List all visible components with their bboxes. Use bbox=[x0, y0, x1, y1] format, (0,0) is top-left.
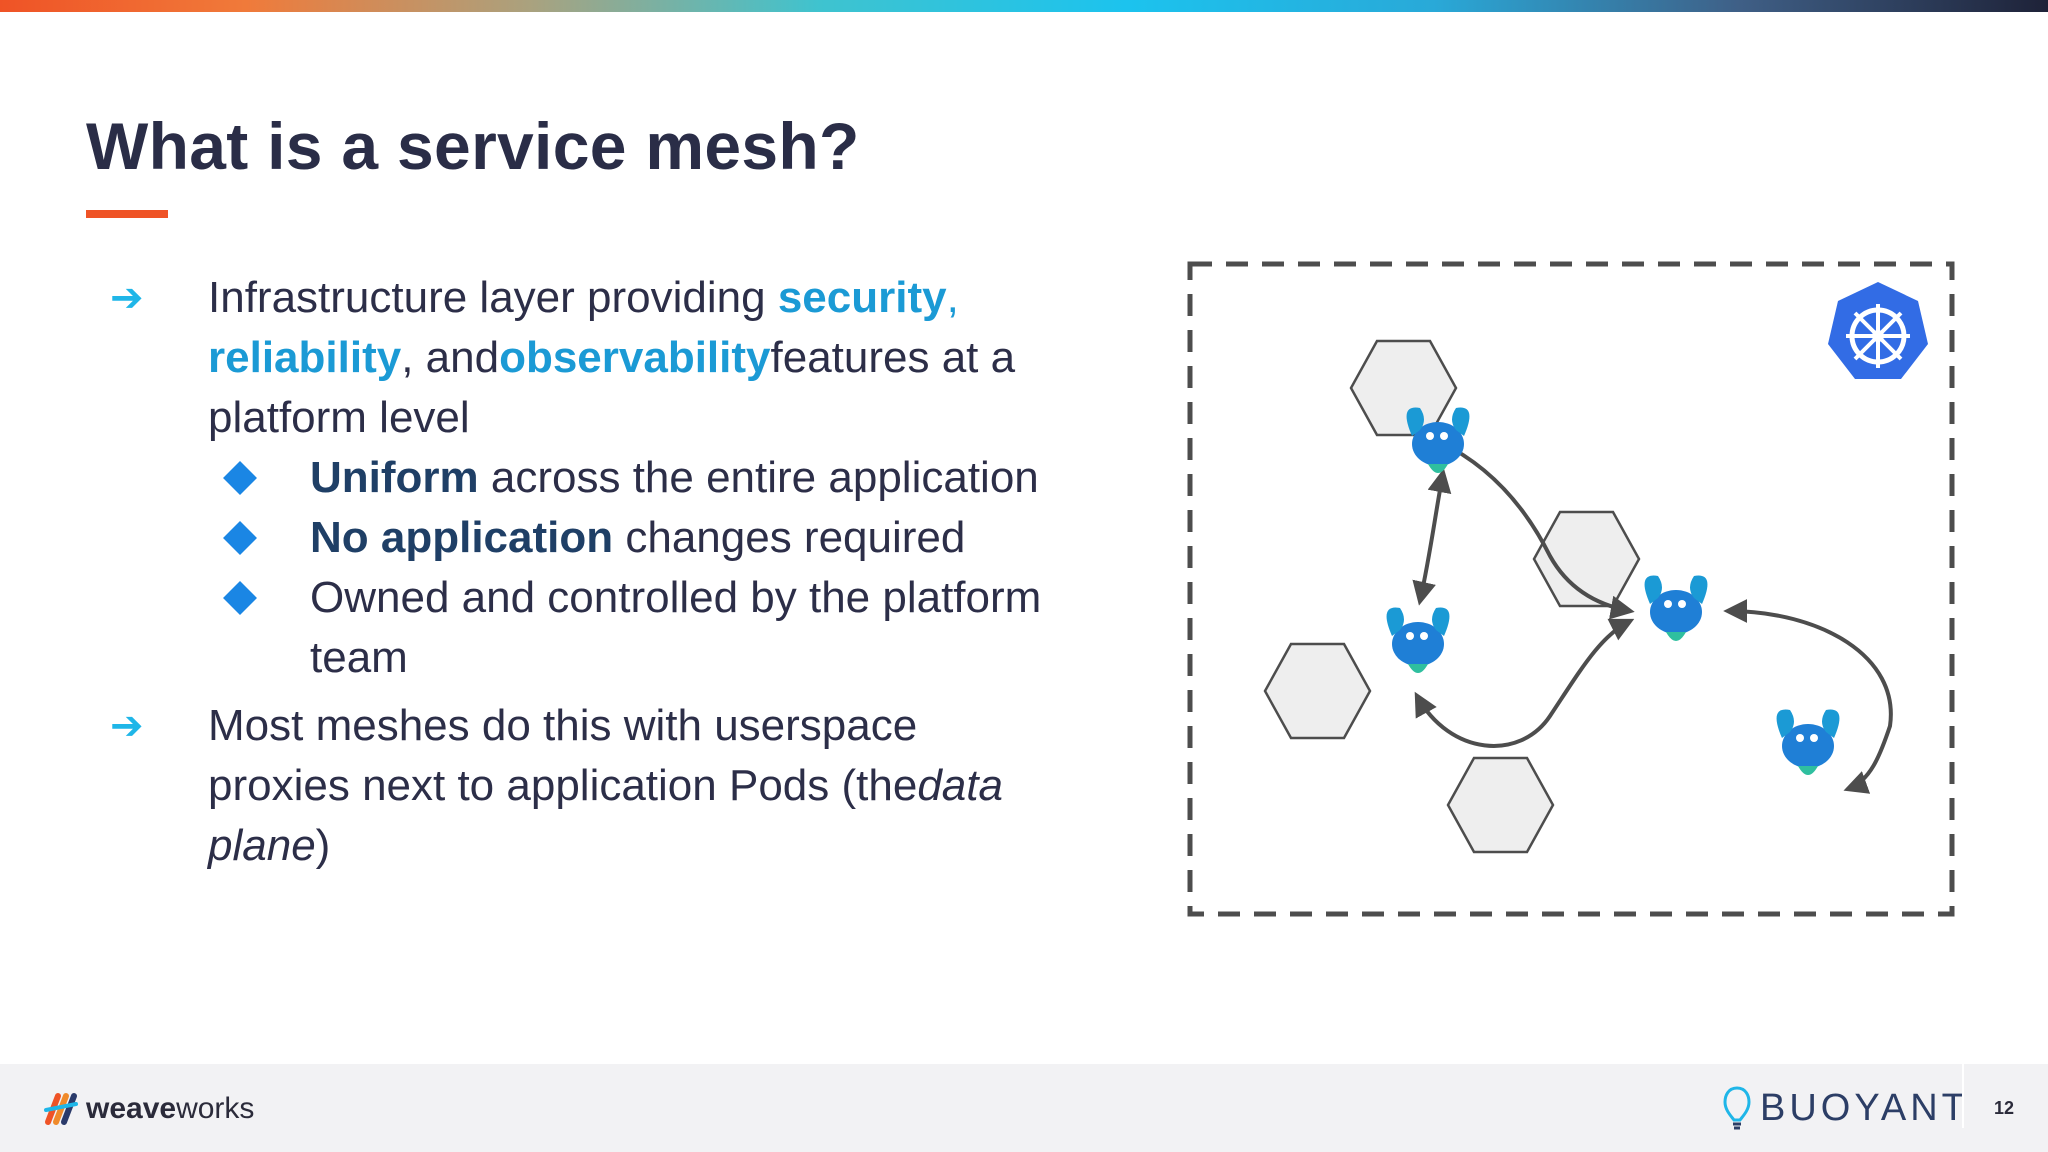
diamond-bullet-icon bbox=[214, 508, 310, 568]
service-mesh-diagram bbox=[1187, 261, 1955, 917]
highlight-observability: observability bbox=[499, 333, 771, 382]
sub-bullet-3: Owned and controlled by the platform bbox=[110, 568, 1100, 628]
bullet-2-line-1: ➔ Most meshes do this with userspace bbox=[110, 696, 1100, 756]
bullet-1-line-1: ➔ Infrastructure layer providing securit… bbox=[110, 268, 1100, 328]
cluster-boundary bbox=[1187, 261, 1955, 917]
arrow-right-icon: ➔ bbox=[110, 704, 144, 748]
bullet-list: ➔ Infrastructure layer providing securit… bbox=[110, 268, 1100, 876]
page-number: 12 bbox=[1994, 1098, 2015, 1118]
sub-bullet-2: No application changes required bbox=[110, 508, 1100, 568]
linkerd-lobster-mascot-icon bbox=[1386, 407, 1840, 775]
bullet-2-line-2: proxies next to application Pods (the da… bbox=[208, 761, 1003, 810]
kubernetes-logo-icon bbox=[1828, 282, 1928, 379]
sub-bullet-3-cont: team bbox=[310, 633, 408, 682]
slide-title: What is a service mesh? bbox=[86, 109, 860, 183]
top-gradient-bar bbox=[0, 0, 2048, 12]
title-underline bbox=[86, 210, 168, 218]
bullet-1-line-2: reliability, and observability features … bbox=[110, 328, 1100, 388]
sub-bullet-1: Uniform across the entire application bbox=[110, 448, 1100, 508]
footer-bar bbox=[0, 1064, 2048, 1152]
diamond-bullet-icon bbox=[214, 448, 310, 508]
mesh-connections bbox=[1412, 439, 1893, 794]
bullet-2-line-3: plane) bbox=[208, 821, 331, 870]
arrow-right-icon: ➔ bbox=[110, 276, 144, 320]
bullet-1-text: Infrastructure layer providing security, bbox=[208, 273, 959, 322]
diamond-bullet-icon bbox=[214, 568, 310, 628]
footer-divider bbox=[1962, 1064, 1964, 1128]
hexagon-pod-icon bbox=[1263, 339, 1641, 854]
weaveworks-logo-icon bbox=[44, 1093, 78, 1125]
weaveworks-logo: weaveworks bbox=[44, 1092, 254, 1126]
highlight-reliability: reliability bbox=[208, 333, 402, 382]
buoyant-balloon-icon bbox=[1723, 1086, 1751, 1130]
bullet-1-line-3: platform level bbox=[208, 393, 470, 442]
buoyant-logo: BUOYANT bbox=[1722, 1084, 1969, 1132]
highlight-security: security bbox=[777, 273, 947, 322]
